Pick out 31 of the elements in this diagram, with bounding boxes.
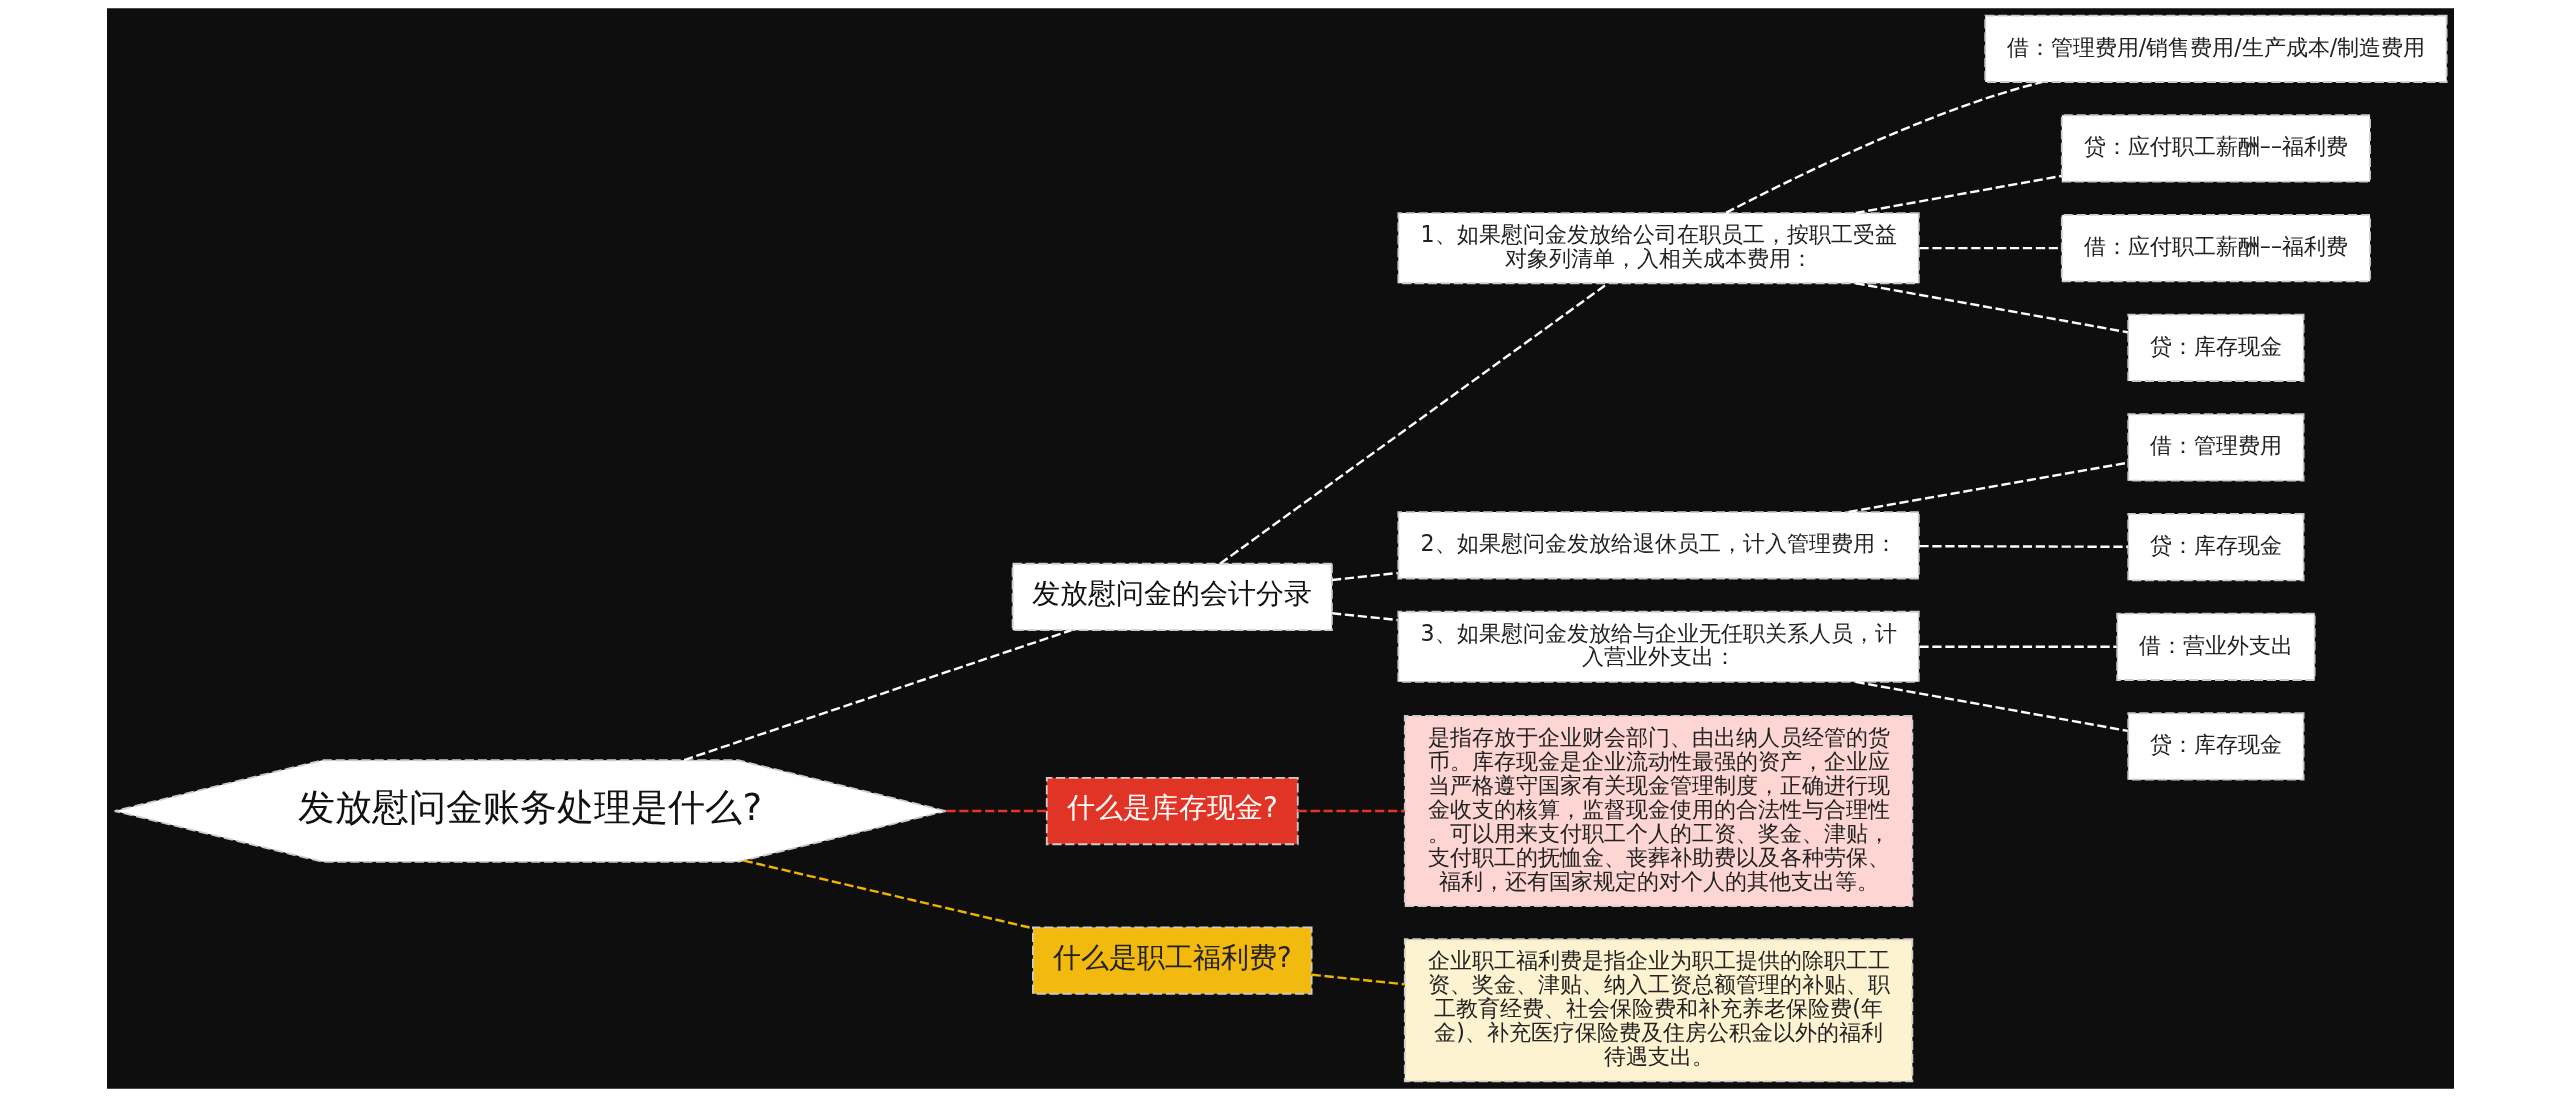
node-box: 2、如果慰问金发放给退休员工，计入管理费用：	[1396, 511, 1920, 580]
node-box: 3、如果慰问金发放给与企业无任职关系人员，计入营业外支出：	[1396, 610, 1920, 683]
connector	[1219, 282, 1608, 565]
node-box: 借：管理费用	[2126, 413, 2304, 482]
node-box: 是指存放于企业财会部门、由出纳人员经管的货币。库存现金是企业流动性最强的资产，企业应当严格遵守国家有关现金管理制度，正确进行现金收支的核算，监督现金使用的合法性与合理性。可以用来支付职工个人的工资、奖金、津贴，支付职工的抚恤金、丧葬补助费以及各种劳保、福利，还有国家规定的对个人的其他支出等。	[1403, 715, 1913, 907]
connector	[1918, 544, 2128, 548]
node-box: 借：管理费用/销售费用/生产成本/制造费用	[1983, 14, 2448, 83]
node-box: 企业职工福利费是指企业为职工提供的除职工工资、奖金、津贴、纳入工资总额管理的补贴、职工教育经费、社会保险费和补充养老保险费(年金)、补充医疗保险费及住房公积金以外的福利待遇支出。	[1403, 938, 1913, 1083]
node-box: 什么是职工福利费?	[1031, 926, 1313, 995]
connector	[945, 809, 1046, 813]
node-box: 贷：库存现金	[2126, 712, 2304, 781]
node-box: 借：应付职工薪酬––福利费	[2060, 214, 2371, 283]
node-box: 借：营业外支出	[2115, 612, 2316, 681]
connector	[1854, 174, 2062, 215]
node-box: 什么是库存现金?	[1045, 776, 1299, 846]
connector	[1331, 612, 1398, 622]
connector	[1854, 282, 2128, 334]
connector	[683, 629, 1072, 762]
connector	[1724, 80, 2042, 214]
connector	[1297, 809, 1405, 813]
node-box: 贷：库存现金	[2126, 512, 2304, 582]
connector	[1311, 973, 1405, 986]
connector	[1847, 461, 2128, 514]
node-box: 发放慰问金的会计分录	[1011, 562, 1333, 632]
connector	[1918, 645, 2117, 648]
connector	[1331, 571, 1398, 582]
connector	[743, 859, 1033, 930]
node-box: 贷：库存现金	[2126, 313, 2304, 382]
node-box: 贷：应付职工薪酬––福利费	[2060, 114, 2371, 183]
connector	[1854, 680, 2128, 733]
node-box: 1、如果慰问金发放给公司在职员工，按职工受益对象列清单，入相关成本费用：	[1396, 212, 1920, 285]
